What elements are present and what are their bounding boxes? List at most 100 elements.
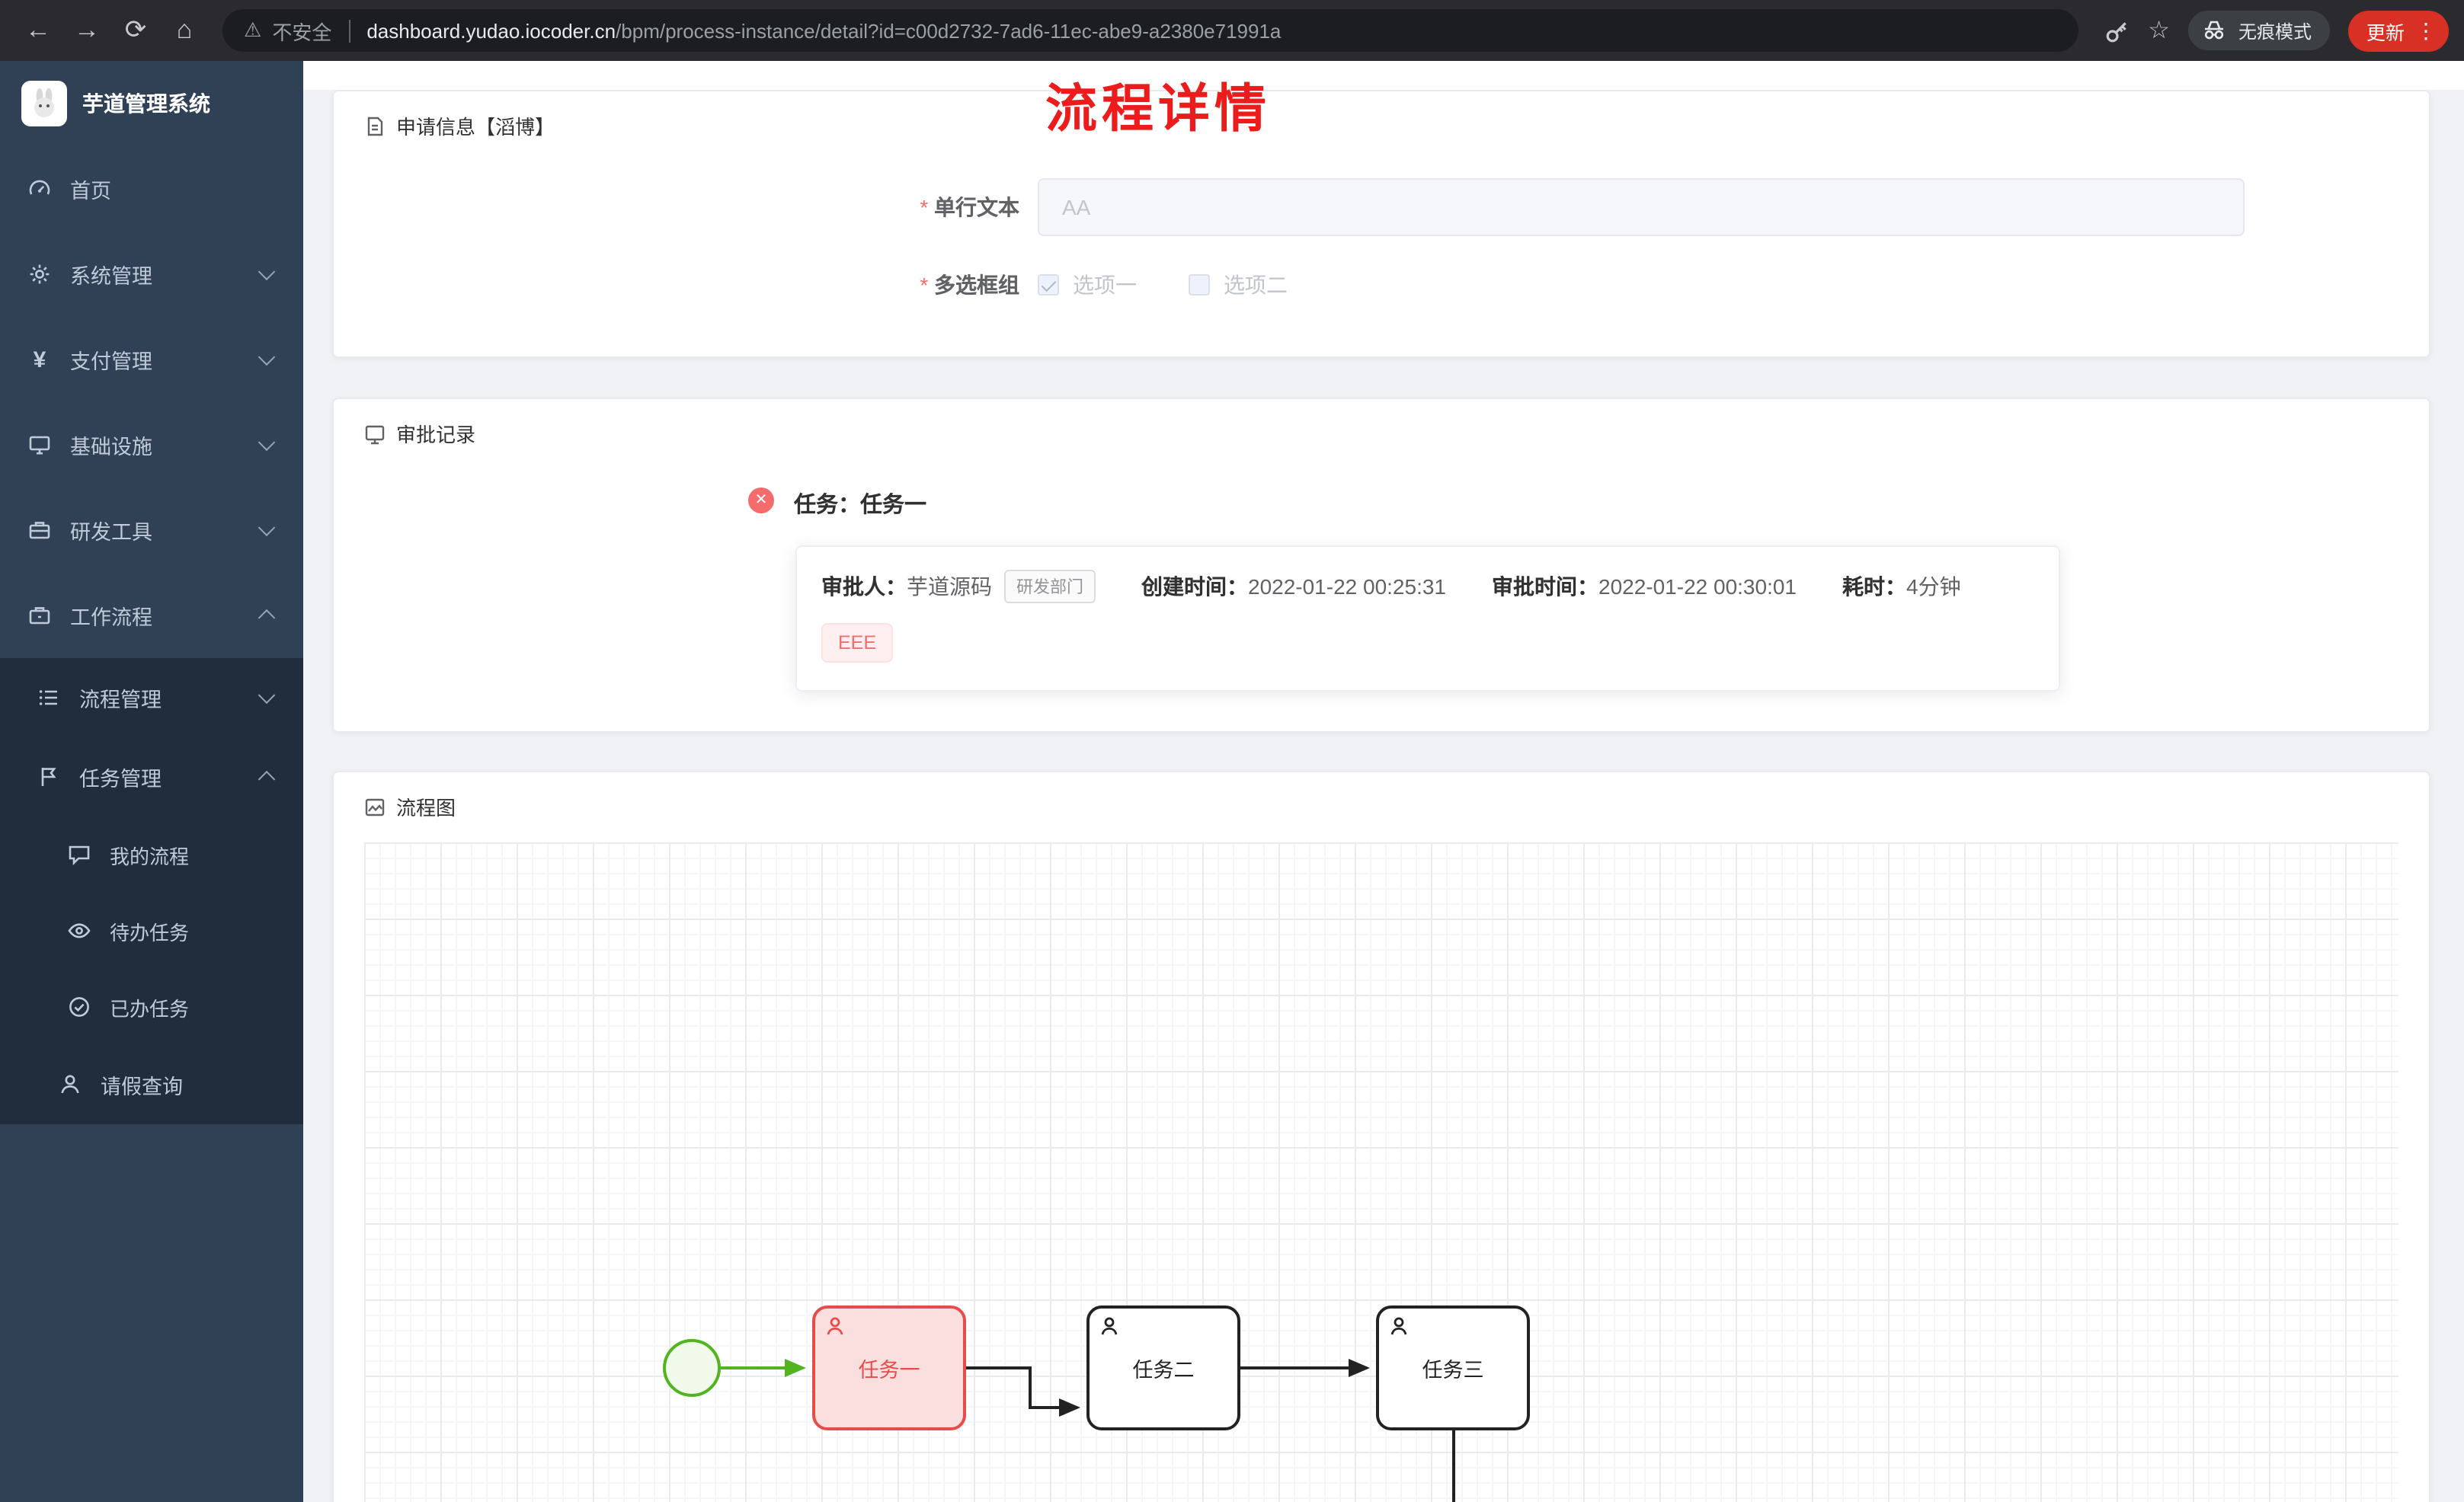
- sidebar-item-label: 系统管理: [70, 265, 152, 288]
- single-line-text-input[interactable]: [1038, 178, 2245, 236]
- bookmark-star-icon[interactable]: ☆: [2148, 18, 2170, 44]
- approval-meta-line: 审批人：芋道源码研发部门 创建时间：2022-01-22 00:25:31 审批…: [821, 570, 2034, 603]
- chat-icon: [69, 845, 90, 866]
- process-diagram-card: 流程图: [332, 771, 2430, 1502]
- checkbox-unchecked-icon[interactable]: [1189, 274, 1210, 296]
- sidebar-item-process-management[interactable]: 流程管理: [0, 658, 303, 737]
- sidebar-item-label: 研发工具: [70, 521, 152, 544]
- workflow-submenu: 流程管理 任务管理 我的流程: [0, 658, 303, 1124]
- checkbox-group-row: 多选框组 选项一 选项二: [334, 270, 2429, 300]
- browser-toolbar: ← → ⟳ ⌂ ⚠ 不安全 dashboard.yudao.iocoder.cn…: [0, 0, 2464, 61]
- sidebar-item-task-management[interactable]: 任务管理: [0, 737, 303, 817]
- url-text: dashboard.yudao.iocoder.cn/bpm/process-i…: [366, 19, 1281, 42]
- sidebar-item-label: 已办任务: [110, 997, 190, 1020]
- duration-label: 耗时：: [1842, 574, 1906, 599]
- checkbox-option-2[interactable]: 选项二: [1189, 270, 1288, 300]
- toolbox-icon: [29, 522, 50, 539]
- approve-time-group: 审批时间：2022-01-22 00:30:01: [1492, 571, 1797, 602]
- approver-name: 芋道源码: [907, 574, 992, 599]
- main-content: 流程详情 申请信息【滔博】 单行文本 多选框组 选项一: [303, 61, 2464, 1502]
- text-field-label: 单行文本: [334, 192, 1038, 222]
- chevron-down-icon: [258, 686, 276, 705]
- approval-detail-box: 审批人：芋道源码研发部门 创建时间：2022-01-22 00:25:31 审批…: [795, 545, 2060, 692]
- home-button[interactable]: ⌂: [176, 15, 193, 44]
- sidebar-item-workflow[interactable]: 工作流程: [0, 573, 303, 658]
- incognito-label: 无痕模式: [2238, 21, 2312, 42]
- task-rejected-icon: ✕: [748, 487, 774, 513]
- check-circle-icon: [69, 997, 89, 1017]
- incognito-badge[interactable]: 无痕模式: [2187, 11, 2330, 50]
- url-bar[interactable]: ⚠ 不安全 dashboard.yudao.iocoder.cn/bpm/pro…: [222, 9, 2078, 52]
- dashboard-icon: [29, 180, 50, 195]
- yen-icon: ¥: [33, 347, 46, 372]
- sidebar-item-payment[interactable]: ¥ 支付管理: [0, 317, 303, 402]
- create-time-value: 2022-01-22 00:25:31: [1248, 574, 1446, 599]
- forward-button[interactable]: →: [74, 15, 100, 44]
- update-label: 更新: [2366, 22, 2405, 43]
- checkbox-label: 选项一: [1073, 273, 1137, 297]
- duration-group: 耗时：4分钟: [1842, 571, 1961, 602]
- sidebar-item-label: 基础设施: [70, 436, 152, 459]
- refresh-button[interactable]: ⟳: [124, 15, 147, 44]
- record-icon: [365, 424, 385, 444]
- card-title: 流程图: [396, 797, 456, 820]
- chevron-down-icon: [258, 263, 276, 281]
- bpmn-canvas[interactable]: 任务一 任务二 任务三: [364, 842, 2398, 1502]
- sidebar-item-label: 工作流程: [70, 606, 152, 629]
- approval-record-card: 审批记录 ✕ 任务：任务一 审批人：芋道源码研发部门 创建时间：2022-01-…: [332, 398, 2430, 733]
- sidebar-item-todo-tasks[interactable]: 待办任务: [0, 893, 303, 969]
- card-title: 审批记录: [396, 423, 476, 446]
- key-icon[interactable]: [2104, 18, 2130, 43]
- app-logo: 芋道管理系统: [0, 61, 303, 146]
- user-task-icon: [1390, 1317, 1407, 1335]
- url-path: /bpm/process-instance/detail?id=c00d2732…: [616, 19, 1282, 42]
- process-diagram-header: 流程图: [334, 772, 2429, 835]
- approval-record-header: 审批记录: [334, 399, 2429, 462]
- bpmn-task-3[interactable]: 任务三: [1376, 1305, 1530, 1430]
- card-title: 申请信息【滔博】: [396, 116, 555, 139]
- bpmn-task-2[interactable]: 任务二: [1086, 1305, 1240, 1430]
- security-label: 不安全: [272, 21, 332, 43]
- chrome-update-button[interactable]: 更新 ⋮: [2347, 10, 2449, 51]
- apply-info-header: 申请信息【滔博】: [334, 91, 2429, 154]
- back-button[interactable]: ←: [25, 15, 51, 44]
- bpmn-connectors: [721, 1359, 1455, 1502]
- flow-task1-to-task2: [966, 1366, 1080, 1417]
- task-label: 任务一: [858, 1359, 920, 1382]
- bpmn-task-1[interactable]: 任务一: [812, 1305, 966, 1430]
- checkbox-checked-icon[interactable]: [1038, 274, 1059, 296]
- approval-comment-tag: EEE: [821, 623, 894, 663]
- sidebar-item-infrastructure[interactable]: 基础设施: [0, 402, 303, 487]
- page-title-annotation: 流程详情: [1045, 81, 1271, 139]
- gear-icon: [30, 264, 50, 284]
- document-icon: [367, 116, 383, 136]
- sidebar-item-label: 请假查询: [101, 1075, 183, 1098]
- chevron-down-icon: [258, 433, 276, 452]
- checkbox-option-1[interactable]: 选项一: [1038, 270, 1137, 300]
- sidebar-item-devtools[interactable]: 研发工具: [0, 487, 303, 573]
- eye-icon: [68, 923, 91, 938]
- person-icon: [61, 1075, 79, 1094]
- chevron-down-icon: [258, 348, 276, 366]
- chrome-menu-icon[interactable]: ⋮: [2415, 18, 2437, 42]
- sidebar-item-system[interactable]: 系统管理: [0, 232, 303, 317]
- sidebar-item-label: 待办任务: [110, 921, 190, 944]
- rabbit-icon: [34, 88, 54, 117]
- sidebar-item-label: 我的流程: [110, 845, 190, 868]
- not-secure-icon: ⚠: [244, 18, 262, 41]
- approve-time-label: 审批时间：: [1492, 574, 1598, 599]
- sidebar-item-my-processes[interactable]: 我的流程: [0, 817, 303, 893]
- dept-tag: 研发部门: [1004, 570, 1096, 603]
- sidebar-item-leave-query[interactable]: 请假查询: [0, 1045, 303, 1124]
- task-title: 任务：任务一: [794, 494, 926, 518]
- incognito-icon: [2204, 21, 2224, 40]
- sidebar-item-home[interactable]: 首页: [0, 146, 303, 232]
- bpmn-start-event[interactable]: [663, 1339, 721, 1397]
- user-task-icon: [827, 1317, 843, 1335]
- toolbar-right: ☆ 无痕模式 更新 ⋮: [2104, 10, 2449, 51]
- sidebar-item-done-tasks[interactable]: 已办任务: [0, 969, 303, 1045]
- create-time-label: 创建时间：: [1141, 574, 1248, 599]
- text-field-row: 单行文本: [334, 178, 2429, 236]
- content-top-strip: [303, 61, 2464, 90]
